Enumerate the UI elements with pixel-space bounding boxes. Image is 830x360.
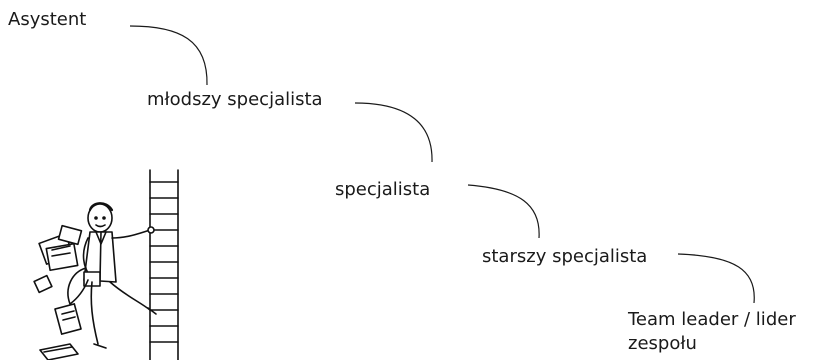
level-team-leader: Team leader / lider zespołu — [628, 309, 796, 354]
connector-mlodszy-to-specjalista — [354, 102, 433, 163]
connector-asystent-to-mlodszy — [129, 25, 208, 86]
man-climbing-ladder-illustration — [33, 169, 179, 360]
level-starszy-specjalista: starszy specjalista — [482, 246, 648, 267]
level-asystent: Asystent — [8, 9, 87, 30]
connector-specjalista-to-starszy — [467, 184, 540, 239]
connector-starszy-to-teamleader — [677, 253, 755, 304]
level-mlodszy-specjalista: młodszy specjalista — [147, 89, 323, 110]
level-specjalista: specjalista — [335, 179, 431, 200]
